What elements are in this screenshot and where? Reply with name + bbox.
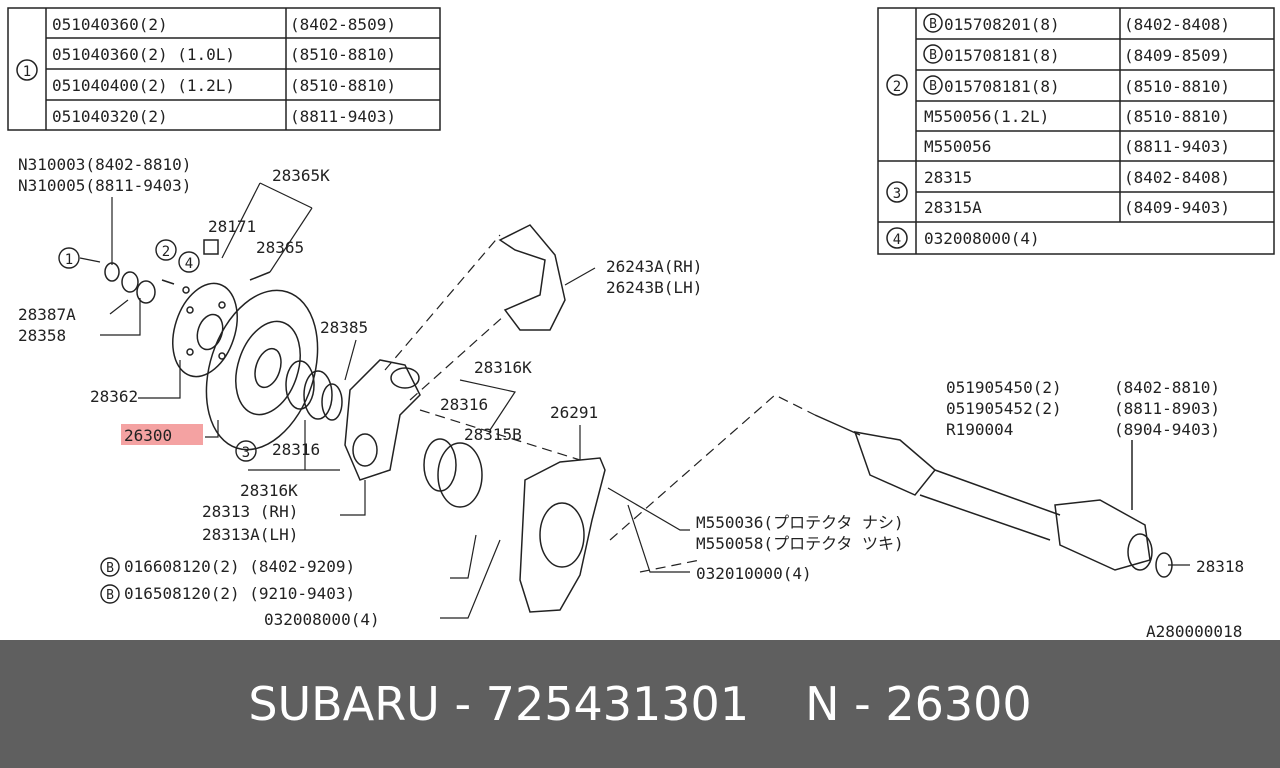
label-28358: 28358 [18, 326, 66, 345]
brake-rotor-drawing [205, 289, 319, 451]
label-protector-2: M550058(プロテクタ ツキ) [696, 534, 904, 553]
right-row-8-part: 032008000(4) [924, 229, 1040, 248]
label-28316-right: 28316 [440, 395, 488, 414]
bolt-badge-2: B [106, 588, 114, 603]
label-caliper-lh: 26243B(LH) [606, 278, 702, 297]
right-row-1-badge: B [929, 17, 937, 32]
label-28316-left: 28316 [272, 440, 320, 459]
label-26291: 26291 [550, 403, 598, 422]
dust-shield-drawing [519, 457, 606, 613]
left-row-2-part: 051040360(2) (1.0L) [52, 45, 235, 64]
label-28318: 28318 [1196, 557, 1244, 576]
label-28171: 28171 [208, 217, 256, 236]
callout-4-label: 4 [185, 256, 193, 272]
label-28365: 28365 [256, 238, 304, 257]
label-shaft-2: 051905452(2) [946, 399, 1062, 418]
right-row-6-date: (8402-8408) [1124, 168, 1230, 187]
right-row-3-badge: B [929, 79, 937, 94]
label-bolt-2: 016508120(2) (9210-9403) [124, 584, 355, 603]
right-row-5-date: (8811-9403) [1124, 137, 1230, 156]
right-row-1-part: 015708201(8) [944, 15, 1060, 34]
right-row-3-date: (8510-8810) [1124, 77, 1230, 96]
highlight-26300 [121, 424, 203, 445]
right-row-3-part: 015708181(8) [944, 77, 1060, 96]
label-shaft-1: 051905450(2) [946, 378, 1062, 397]
bolt-badge-1: B [106, 561, 114, 576]
label-shaft-3: R190004 [946, 420, 1013, 439]
right-row-2-part: 015708181(8) [944, 46, 1060, 65]
label-28365k: 28365K [272, 166, 330, 185]
right-row-5-part: M550056 [924, 137, 991, 156]
left-row-4-date: (8811-9403) [290, 107, 396, 126]
label-housing-rh: 28313 (RH) [202, 502, 298, 521]
label-housing-lh: 28313A(LH) [202, 525, 298, 544]
left-row-1-date: (8402-8509) [290, 15, 396, 34]
label-28387a: 28387A [18, 305, 76, 324]
diagram-code: A280000018 [1146, 622, 1242, 640]
right-group-2-marker: 2 [893, 79, 901, 95]
left-row-1-part: 051040360(2) [52, 15, 168, 34]
label-shaft-2-date: (8811-8903) [1114, 399, 1220, 418]
footer-bar: SUBARU - 725431301 N - 26300 [0, 640, 1280, 768]
callout-1-label: 1 [65, 252, 73, 268]
right-row-7-date: (8409-9403) [1124, 198, 1230, 217]
label-28385: 28385 [320, 318, 368, 337]
right-row-2-date: (8409-8509) [1124, 46, 1230, 65]
callout-circles [58, 239, 257, 604]
label-shaft-1-date: (8402-8810) [1114, 378, 1220, 397]
knuckle-housing-drawing [344, 359, 421, 481]
footer-diagram-number: N - 26300 [805, 677, 1032, 731]
label-nut-2: N310005(8811-9403) [18, 176, 191, 195]
label-28362: 28362 [90, 387, 138, 406]
callout-3-label: 3 [242, 445, 250, 461]
label-washer-left: 032008000(4) [264, 610, 380, 629]
right-row-2-badge: B [929, 48, 937, 63]
label-nut-1: N310003(8402-8810) [18, 155, 191, 174]
label-28316k-right: 28316K [474, 358, 532, 377]
right-parts-table [877, 7, 1275, 255]
left-row-4-part: 051040320(2) [52, 107, 168, 126]
leader-lines [79, 182, 1190, 619]
label-protector-1: M550036(プロテクタ ナシ) [696, 513, 904, 532]
caliper-bracket-drawing [498, 224, 566, 331]
right-row-4-part: M550056(1.2L) [924, 107, 1049, 126]
callout-2-label: 2 [162, 244, 170, 260]
label-bolt-1: 016608120(2) (8402-9209) [124, 557, 355, 576]
left-row-2-date: (8510-8810) [290, 45, 396, 64]
right-row-6-part: 28315 [924, 168, 972, 187]
left-table-marker: 1 [23, 64, 31, 80]
right-row-7-part: 28315A [924, 198, 982, 217]
dashed-guides [384, 234, 816, 573]
small-parts-drawing [104, 239, 271, 304]
left-row-3-date: (8510-8810) [290, 76, 396, 95]
right-row-1-date: (8402-8408) [1124, 15, 1230, 34]
right-group-3-marker: 3 [893, 186, 901, 202]
label-shaft-3-date: (8904-9403) [1114, 420, 1220, 439]
footer-brand-part-number: SUBARU - 725431301 [248, 677, 750, 731]
right-row-4-date: (8510-8810) [1124, 107, 1230, 126]
bearing-drawing [285, 360, 483, 508]
left-parts-table [7, 7, 441, 131]
drive-shaft-drawing [814, 414, 1173, 578]
label-28315b: 28315B [464, 425, 522, 444]
label-26300: 26300 [124, 426, 172, 445]
label-28316k-left: 28316K [240, 481, 298, 500]
right-group-4-marker: 4 [893, 232, 901, 248]
label-caliper-rh: 26243A(RH) [606, 257, 702, 276]
hub-flange-drawing [172, 282, 238, 378]
left-row-3-part: 051040400(2) (1.2L) [52, 76, 235, 95]
parts-diagram: 1 051040360(2) (8402-8509) 051040360(2) … [7, 7, 1275, 640]
label-washer-right: 032010000(4) [696, 564, 812, 583]
